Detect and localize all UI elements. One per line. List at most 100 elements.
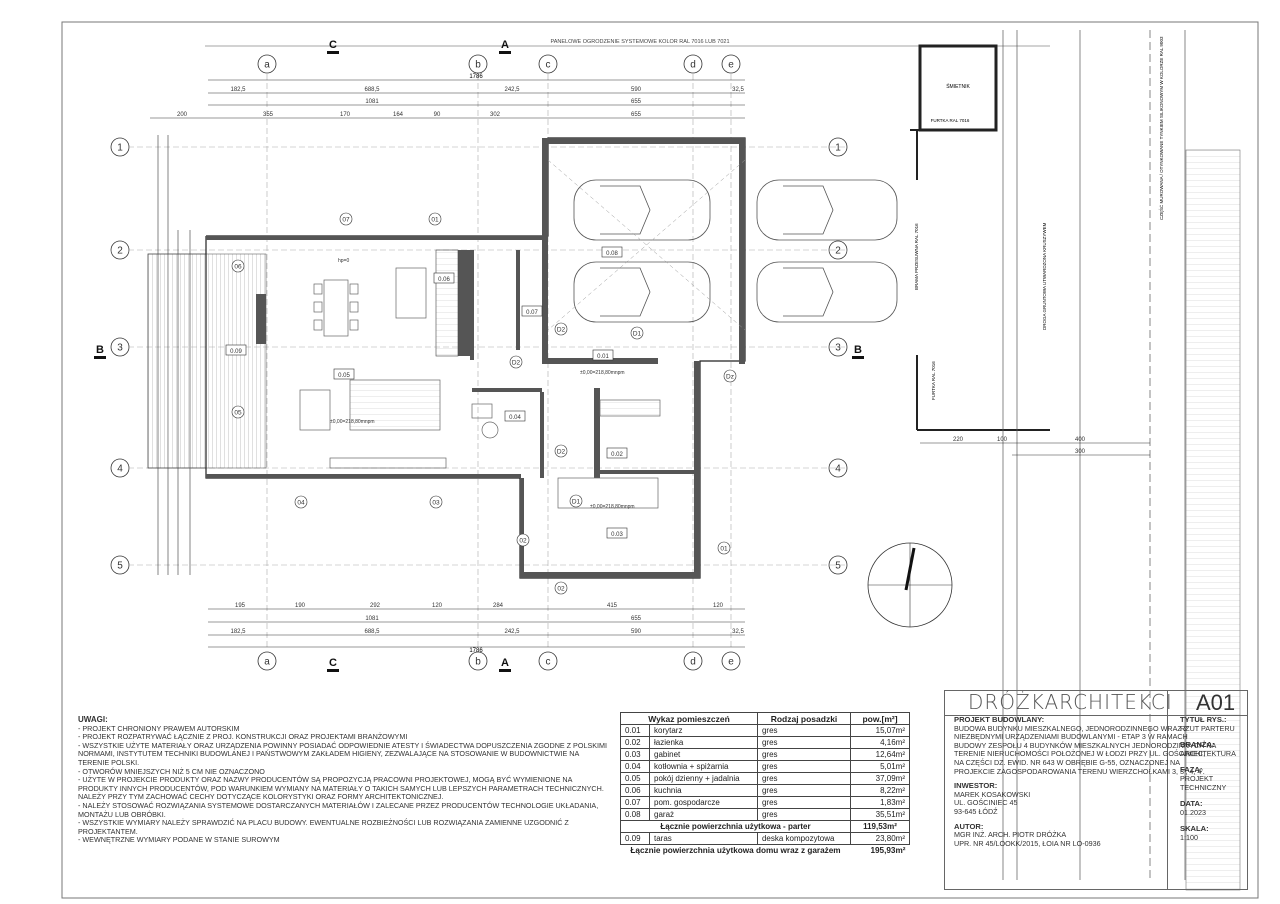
dim-value: 164 xyxy=(393,112,404,118)
dim-value: 655 xyxy=(631,616,642,622)
hp-label: hp=0 xyxy=(338,258,349,264)
investor-line-3: 93-645 ŁÓDŹ xyxy=(954,806,998,816)
dim-value: 590 xyxy=(631,87,642,93)
svg-text:c: c xyxy=(546,657,551,668)
svg-text:C: C xyxy=(329,39,337,51)
opening-marker: 01 xyxy=(428,212,442,226)
svg-text:e: e xyxy=(728,60,734,71)
room-label-0-08: 0.08 xyxy=(601,246,623,258)
dim-value: 32,5 xyxy=(732,629,744,635)
svg-text:D2: D2 xyxy=(557,327,566,334)
phase-value: PROJEKT TECHNICZNY xyxy=(1180,773,1227,792)
date-value: 01.2023 xyxy=(1180,807,1206,817)
svg-text:a: a xyxy=(264,657,270,668)
room-cell: gres xyxy=(756,748,852,761)
walls xyxy=(206,138,745,578)
svg-text:07: 07 xyxy=(342,217,350,224)
author-line-1: MGR INŻ. ARCH. PIOTR DRÓŻKA xyxy=(954,830,1067,840)
scale-value: 1:100 xyxy=(1180,832,1198,842)
furtka-label-bottom: FURTKA RAL 7016 xyxy=(931,361,936,400)
brama-label: BRAMA PRZESUWNA RAL 7016 xyxy=(914,223,919,290)
dim-value: 355 xyxy=(263,112,274,118)
room-cell: 0.03 xyxy=(620,748,650,761)
note-line: - PROJEKT ROZPATRYWAĆ ŁĄCZNIE Z PROJ. KO… xyxy=(78,732,408,742)
room-cell: pokój dzienny + jadalnia xyxy=(649,772,758,785)
room-schedule-table: Wykaz pomieszczeń Rodzaj posadzki pow.[m… xyxy=(620,712,910,856)
right-fence-panels xyxy=(1185,149,1241,891)
room-cell: gabinet xyxy=(649,748,758,761)
fence-right-note: CZĘŚĆ MUROWANA / OTYNKOWANE TYNKIEM SILI… xyxy=(1157,36,1164,220)
svg-text:01: 01 xyxy=(720,546,728,553)
date-heading: DATA: xyxy=(1180,799,1203,809)
garage-cars xyxy=(573,179,898,323)
axis-bubble-a: a xyxy=(257,54,277,74)
dim-value: 590 xyxy=(631,629,642,635)
level-note-hall: ±0,00=218,80mnpm xyxy=(580,370,625,376)
dim-value: 120 xyxy=(432,603,443,609)
room-cell: 4,16m² xyxy=(850,736,910,749)
level-note-living: ±0,00=218,80mnpm xyxy=(330,419,375,425)
svg-text:1: 1 xyxy=(117,143,123,154)
axis-bubble-right-3: 3 xyxy=(828,337,848,357)
axis-bubble-5: 5 xyxy=(110,555,130,575)
room-label-0-09: 0.09 xyxy=(225,344,247,356)
branch-value: ARCHITEKTURA xyxy=(1180,748,1236,758)
terrace-row: 0.09 taras deska kompozytowa 23,80m² xyxy=(620,832,910,845)
room-cell: 0.05 xyxy=(620,772,650,785)
terrace-area: 23,80m² xyxy=(850,832,910,845)
rooms-sum-value: 119,53m² xyxy=(850,820,910,833)
terrace-name: taras xyxy=(649,832,758,845)
room-cell: gres xyxy=(756,796,852,809)
opening-marker: D2 xyxy=(554,322,568,336)
opening-marker: 03 xyxy=(429,495,443,509)
dim-value: 655 xyxy=(631,112,642,118)
svg-text:0.04: 0.04 xyxy=(509,415,521,421)
axis-bubble-d: d xyxy=(683,54,703,74)
svg-text:D1: D1 xyxy=(572,499,581,506)
svg-text:2: 2 xyxy=(835,246,841,257)
terrace-left xyxy=(147,253,207,469)
axis-bubble-right-1: 1 xyxy=(828,137,848,157)
site-fence xyxy=(910,129,1050,431)
dim-value: 300 xyxy=(1075,449,1086,455)
dim-value: 182,5 xyxy=(230,87,246,93)
svg-text:A: A xyxy=(501,39,509,51)
svg-text:0.02: 0.02 xyxy=(611,452,623,458)
svg-text:5: 5 xyxy=(835,561,841,572)
general-notes: UWAGI: - PROJEKT CHRONIONY PRAWEM AUTORS… xyxy=(78,715,608,845)
svg-text:Dz: Dz xyxy=(726,374,734,381)
project-description: BUDOWA BUDYNKU MIESZKALNEGO, JEDNORODZIN… xyxy=(954,723,1216,776)
room-cell: 8,22m² xyxy=(850,784,910,797)
sheet-meta: TYTUŁ RYS.: RZUT PARTERU BRANŻA: ARCHITE… xyxy=(1180,715,1250,843)
axis-bubble-c: c xyxy=(538,54,558,74)
svg-text:c: c xyxy=(546,60,551,71)
svg-text:05: 05 xyxy=(234,410,242,417)
dim-value: 200 xyxy=(177,112,188,118)
level-note-office: ±0,00=218,80mnpm xyxy=(590,504,635,510)
room-labels: 0.010.020.030.040.050.060.070.080.09 xyxy=(225,246,628,539)
svg-text:0.07: 0.07 xyxy=(526,310,538,316)
room-label-0-04: 0.04 xyxy=(504,410,526,422)
svg-text:A: A xyxy=(501,657,509,669)
kitchen-counter xyxy=(435,249,459,357)
svg-text:4: 4 xyxy=(117,464,123,475)
opening-marker: 04 xyxy=(294,495,308,509)
room-label-0-01: 0.01 xyxy=(592,349,614,361)
room-cell: 0.06 xyxy=(620,784,650,797)
svg-text:02: 02 xyxy=(519,538,527,545)
section-marker-A: A xyxy=(499,657,511,672)
note-line: - WSZYSTKIE WYMIARY NALEŻY SPRAWDZIĆ NA … xyxy=(78,818,569,836)
svg-text:b: b xyxy=(475,60,481,71)
dim-value: 190 xyxy=(295,603,306,609)
section-marker-C: C xyxy=(327,39,339,54)
dim-value: 170 xyxy=(340,112,351,118)
